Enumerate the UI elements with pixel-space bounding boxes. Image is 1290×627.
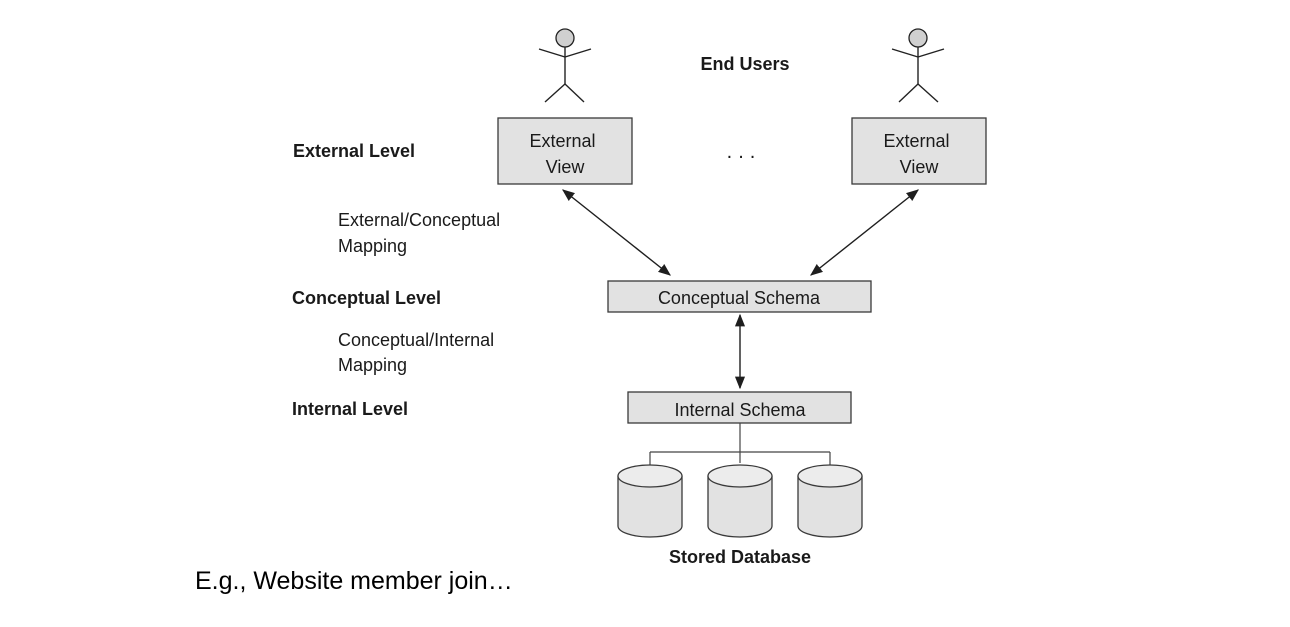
end-users-label: End Users: [700, 54, 789, 74]
external-conceptual-mapping-line2: Mapping: [338, 236, 407, 256]
external-view-left-box: [497, 117, 633, 185]
end-user-left-icon: [538, 28, 592, 103]
database-cylinder-1-icon: [617, 464, 683, 538]
arrow-external-left-to-conceptual: [562, 189, 671, 276]
conceptual-internal-mapping-line2: Mapping: [338, 355, 407, 375]
conceptual-schema-box: [607, 280, 872, 313]
ellipsis: ...: [727, 141, 762, 163]
stored-database-label: Stored Database: [669, 547, 811, 567]
external-conceptual-mapping-line1: External/Conceptual: [338, 210, 500, 230]
example-caption: E.g., Website member join…: [195, 567, 513, 595]
external-view-left-label: External View: [529, 131, 600, 177]
database-cylinder-2-icon: [707, 464, 773, 538]
arrow-external-right-to-conceptual: [810, 189, 919, 276]
internal-level-label: Internal Level: [292, 399, 408, 419]
external-level-label: External Level: [293, 141, 415, 161]
conceptual-internal-mapping-line1: Conceptual/Internal: [338, 330, 494, 350]
conceptual-schema-label: Conceptual Schema: [658, 288, 821, 308]
external-conceptual-mapping-label: External/Conceptual Mapping: [338, 210, 505, 256]
end-user-right-icon: [891, 28, 945, 103]
conceptual-internal-mapping-label: Conceptual/Internal Mapping: [338, 330, 499, 375]
database-cylinder-3-icon: [797, 464, 863, 538]
conceptual-level-label: Conceptual Level: [292, 288, 441, 308]
external-view-right-label: External View: [883, 131, 954, 177]
database-connectors: [649, 423, 831, 465]
internal-schema-box: [627, 391, 852, 424]
external-view-right-box: [851, 117, 987, 185]
internal-schema-label: Internal Schema: [674, 400, 806, 420]
